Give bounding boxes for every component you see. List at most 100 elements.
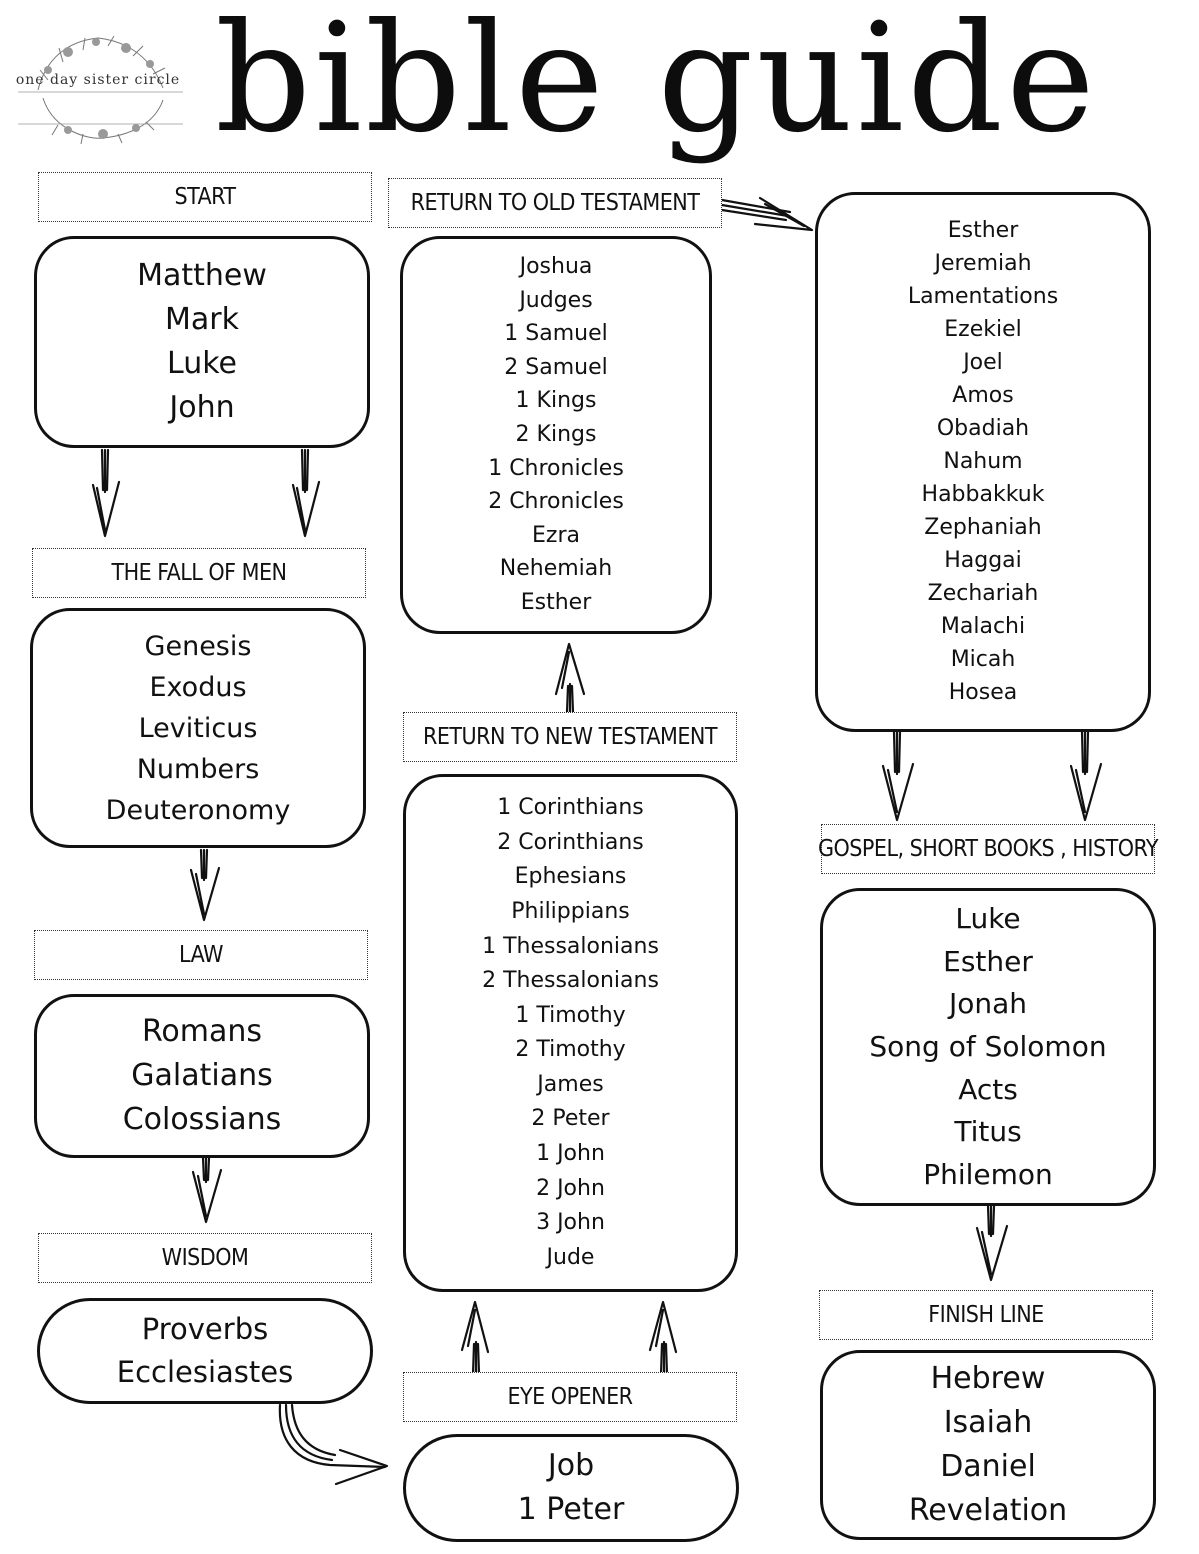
arrow-down-icon <box>91 448 121 538</box>
arrow-up-icon <box>554 642 586 714</box>
book-item: 2 Kings <box>515 422 597 447</box>
book-item: Mark <box>165 302 239 337</box>
book-item: Zechariah <box>927 581 1039 606</box>
arrow-right-icon <box>720 196 814 232</box>
section-label-start: START <box>38 172 372 222</box>
book-group-fall-of-men: Genesis Exodus Leviticus Numbers Deutero… <box>30 608 366 848</box>
book-item: Judges <box>519 287 593 313</box>
book-item: 1 John <box>536 1141 605 1167</box>
book-item: 1 Corinthians <box>497 795 644 821</box>
book-item: Luke <box>167 346 237 381</box>
book-item: Nehemiah <box>499 556 613 582</box>
arrow-down-icon <box>975 1204 1009 1282</box>
book-item: 1 Chronicles <box>488 455 624 481</box>
book-item: Amos <box>952 383 1014 408</box>
book-group-wisdom: Proverbs Ecclesiastes <box>37 1298 373 1404</box>
section-label-finish-line: FINISH LINE <box>819 1290 1153 1340</box>
book-item: 2 John <box>536 1175 605 1201</box>
book-item: Ephesians <box>514 864 627 890</box>
book-item: Lamentations <box>907 284 1059 309</box>
book-item: Deuteronomy <box>105 794 291 826</box>
book-item: Numbers <box>136 753 260 785</box>
book-item: Acts <box>958 1072 1018 1106</box>
book-item: 2 Corinthians <box>497 829 644 855</box>
floral-wreath-icon <box>18 35 183 145</box>
book-item: Esther <box>520 589 592 615</box>
book-item: 1 Timothy <box>515 1002 626 1028</box>
book-item: Exodus <box>149 671 247 703</box>
book-item: Daniel <box>940 1449 1036 1484</box>
book-group-finish-line: Hebrew Isaiah Daniel Revelation <box>820 1350 1156 1540</box>
book-item: 1 Samuel <box>504 321 608 347</box>
book-item: Ecclesiastes <box>116 1355 294 1389</box>
book-item: 1 Peter <box>517 1492 625 1527</box>
book-item: Isaiah <box>943 1405 1033 1440</box>
book-item: Joshua <box>519 254 593 280</box>
book-item: Hebrew <box>930 1361 1046 1396</box>
book-item: John <box>169 390 235 425</box>
page-title: bible guide <box>215 0 1098 166</box>
book-item: Nahum <box>943 449 1023 474</box>
book-item: Luke <box>955 902 1021 936</box>
arrow-down-icon <box>1069 730 1103 822</box>
book-item: Proverbs <box>141 1312 269 1346</box>
book-item: Malachi <box>940 614 1026 639</box>
book-group-return-to-old-testament: Joshua Judges 1 Samuel 2 Samuel 1 Kings … <box>400 236 712 634</box>
book-item: Leviticus <box>138 712 258 744</box>
book-item: 1 Thessalonians <box>482 933 659 959</box>
book-item: James <box>537 1071 604 1097</box>
arrow-up-icon <box>460 1300 490 1376</box>
book-item: 2 Timothy <box>515 1037 626 1063</box>
arrow-down-icon <box>291 448 321 538</box>
book-group-eye-opener: Job 1 Peter <box>403 1434 739 1542</box>
book-group-return-to-new-testament: 1 Corinthians 2 Corinthians Ephesians Ph… <box>403 774 738 1292</box>
book-item: Romans <box>141 1014 263 1049</box>
book-item: 2 Chronicles <box>488 489 624 515</box>
book-item: Job <box>547 1448 595 1483</box>
section-label-fall-of-men: THE FALL OF MEN <box>32 548 366 598</box>
book-item: Matthew <box>137 258 267 293</box>
book-item: Philemon <box>923 1157 1053 1191</box>
book-item: Jonah <box>948 987 1028 1021</box>
section-label-eye-opener: EYE OPENER <box>403 1372 737 1422</box>
book-item: Genesis <box>144 630 252 662</box>
section-label-law: LAW <box>34 930 368 980</box>
book-item: Titus <box>954 1115 1022 1149</box>
book-item: Colossians <box>122 1102 282 1137</box>
book-item: 2 Samuel <box>504 354 608 380</box>
section-label-return-to-old-testament: RETURN TO OLD TESTAMENT <box>388 178 722 228</box>
book-item: Habbakkuk <box>921 482 1045 507</box>
book-item: Esther <box>943 944 1033 978</box>
book-item: Ezekiel <box>944 317 1022 342</box>
book-item: Micah <box>950 647 1016 672</box>
curved-arrow-icon <box>278 1403 389 1486</box>
book-item: Joel <box>963 350 1003 375</box>
section-label-wisdom: WISDOM <box>38 1233 372 1283</box>
arrow-up-icon <box>648 1300 678 1376</box>
book-item: Galatians <box>131 1058 273 1093</box>
book-group-gospel-short-books-history: Luke Esther Jonah Song of Solomon Acts T… <box>820 888 1156 1206</box>
book-item: Ezra <box>532 522 580 548</box>
book-item: 2 Thessalonians <box>482 968 659 994</box>
section-label-gospel-short-books-history: GOSPEL, SHORT BOOKS , HISTORY <box>818 824 1159 874</box>
book-item: Jude <box>546 1244 595 1270</box>
book-item: Zephaniah <box>924 515 1042 540</box>
book-group-law: Romans Galatians Colossians <box>34 994 370 1158</box>
book-item: Esther <box>947 218 1019 243</box>
book-item: Jeremiah <box>934 251 1032 276</box>
arrow-down-icon <box>189 848 221 922</box>
book-item: 1 Kings <box>515 388 597 414</box>
book-item: 3 John <box>536 1210 605 1236</box>
book-item: Philippians <box>511 898 630 924</box>
section-label-return-to-new-testament: RETURN TO NEW TESTAMENT <box>403 712 737 762</box>
arrow-down-icon <box>191 1156 223 1224</box>
book-item: Song of Solomon <box>869 1030 1107 1063</box>
book-item: Revelation <box>908 1493 1068 1528</box>
book-item: Obadiah <box>936 416 1030 441</box>
book-item: 2 Peter <box>531 1106 610 1132</box>
book-group-prophets: Esther Jeremiah Lamentations Ezekiel Joe… <box>815 192 1151 732</box>
book-item: Haggai <box>944 548 1022 573</box>
book-group-start: Matthew Mark Luke John <box>34 236 370 448</box>
logo-text: one day sister circle <box>15 72 181 88</box>
book-item: Hosea <box>948 680 1018 705</box>
